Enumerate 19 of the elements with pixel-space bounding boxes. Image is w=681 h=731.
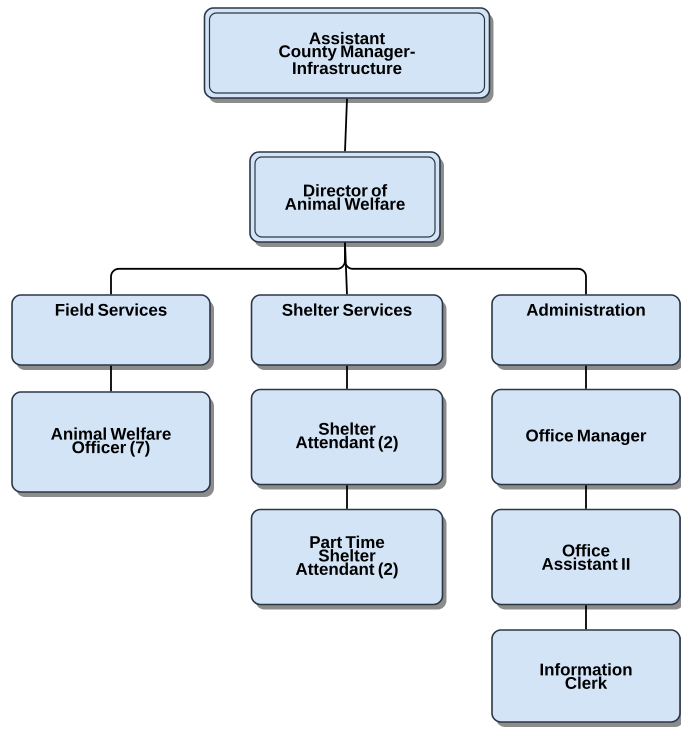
connector-line — [346, 485, 348, 509]
connector-line — [346, 366, 348, 389]
position-box: Field Services — [11, 294, 214, 370]
position-box: Shelter Attendant (2) — [250, 388, 446, 490]
position-box: Part Time Shelter Attendant (2) — [250, 508, 446, 610]
position-box: Shelter Services — [250, 294, 446, 370]
connector-line — [585, 366, 587, 389]
position-box: Assistant County Manager-Infrastructure — [204, 7, 494, 103]
position-box: Director of Animal Welfare — [249, 151, 444, 247]
connector-line — [585, 605, 587, 630]
position-box: Office Assistant II — [491, 508, 681, 610]
connector-line — [110, 366, 112, 392]
position-box: Office Manager — [491, 388, 681, 490]
connector-line — [344, 242, 587, 294]
position-box: Administration — [491, 294, 681, 370]
connector-line — [585, 485, 587, 509]
connector-line — [344, 98, 348, 152]
position-box: Information Clerk — [491, 629, 681, 727]
position-box: Animal Welfare Officer (7) — [11, 391, 214, 497]
